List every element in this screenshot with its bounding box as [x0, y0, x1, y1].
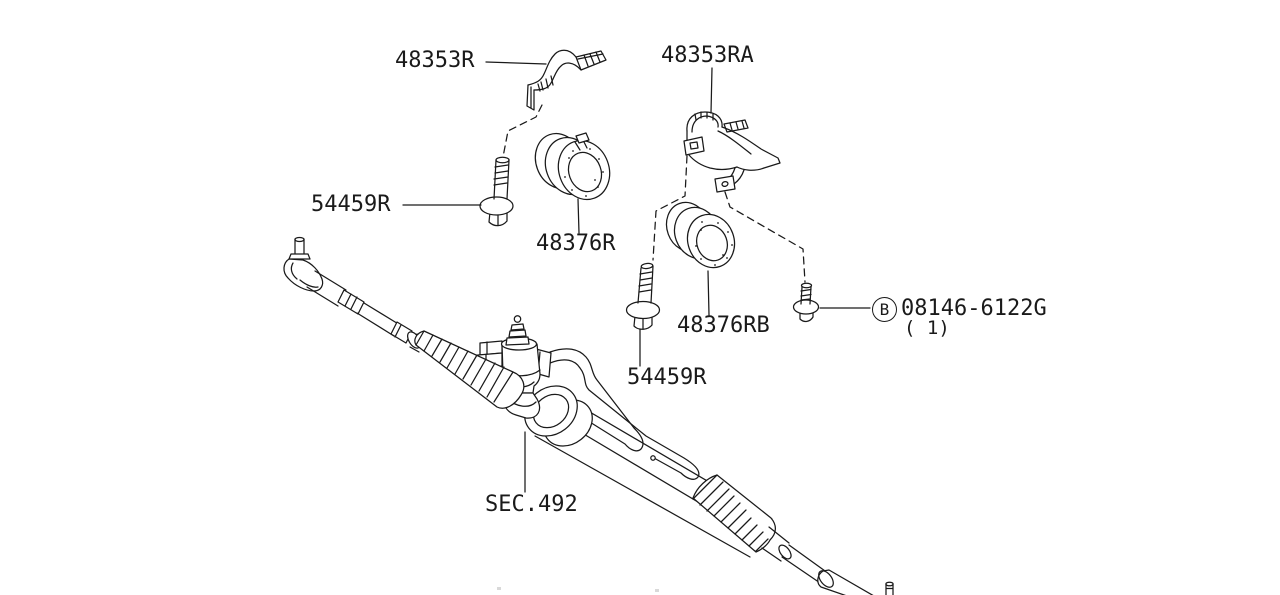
part-label-48376r[interactable]: 48376R: [536, 231, 616, 256]
part-label-54459r-rear[interactable]: 54459R: [627, 365, 707, 390]
bracket-48353r-drawing: [526, 49, 607, 111]
artifact-speck: [497, 587, 501, 590]
artifact-speck: [655, 589, 659, 592]
bolt-54459r-rear-drawing: [625, 262, 661, 330]
boot-right: [692, 474, 792, 562]
tie-rod-left: [283, 236, 426, 353]
bushing-48376rb-drawing: [665, 201, 736, 269]
part-label-48376rb[interactable]: 48376RB: [677, 313, 770, 338]
boot-left: [414, 330, 525, 409]
dashed-assembly-lines: [502, 104, 806, 283]
circle-b-marker: B: [872, 297, 897, 322]
steering-gear-drawing: [283, 236, 894, 595]
rod-end-stub: [885, 581, 894, 595]
mount-collar: [524, 385, 593, 447]
section-ref-label[interactable]: SEC.492: [485, 492, 578, 517]
part-label-54459r-front[interactable]: 54459R: [311, 192, 391, 217]
bushing-48376r-drawing: [534, 132, 611, 201]
bushing-texture-dots: [695, 221, 733, 266]
hydraulic-pipes: [549, 348, 700, 480]
inner-rod-right: [781, 544, 874, 595]
part-quantity-label: ( 1): [904, 317, 950, 339]
part-label-48353r[interactable]: 48353R: [395, 48, 475, 73]
bolt-b-drawing: [792, 282, 820, 323]
leader-lines: [402, 61, 871, 493]
valve-housing: [477, 315, 552, 419]
bushing-texture-dots: [564, 148, 604, 197]
part-label-48353ra[interactable]: 48353RA: [661, 43, 754, 68]
bolt-54459r-front-drawing: [479, 156, 514, 227]
part-label-08146-6122g[interactable]: 08146-6122G: [901, 296, 1047, 321]
bracket-48353ra-drawing: [683, 111, 781, 193]
